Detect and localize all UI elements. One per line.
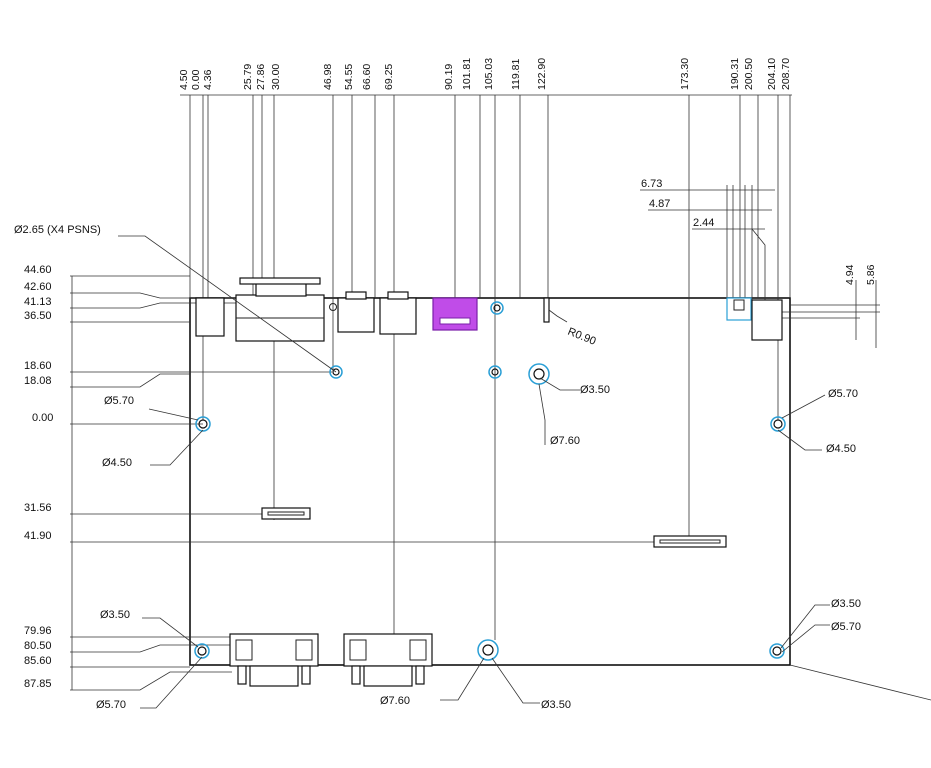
hole-mid-upper	[528, 363, 550, 385]
jack-1	[337, 297, 375, 333]
diameter-label: Ø7.60	[550, 435, 580, 447]
top-components	[195, 277, 783, 342]
dim-label: 25.79	[242, 64, 254, 90]
diameter-label: Ø3.50	[580, 384, 610, 396]
psns-hole-1	[329, 365, 343, 379]
callouts: Ø2.65 (X4 PSNS) R0.90 Ø5.70 Ø4.50 Ø3.50 …	[14, 224, 861, 711]
radius-label: R0.90	[566, 326, 598, 348]
dim-label: 2.44	[693, 217, 714, 229]
jack-2	[379, 297, 417, 335]
small-dims	[640, 185, 775, 300]
diameter-label: Ø5.70	[831, 621, 861, 633]
diameter-label: Ø3.50	[100, 609, 130, 621]
leader-lines	[118, 235, 931, 709]
dim-label: 4.36	[202, 69, 214, 90]
diameter-label: Ø4.50	[826, 443, 856, 455]
dim-label: 200.50	[743, 58, 755, 90]
diameter-label: Ø4.50	[102, 457, 132, 469]
diameter-label: Ø5.70	[828, 388, 858, 400]
connector-block	[195, 297, 225, 337]
dsub-bottom-left	[229, 633, 319, 687]
dim-label: 36.50	[24, 310, 52, 322]
dim-label: 27.86	[255, 64, 267, 90]
dim-label: 204.10	[766, 58, 778, 90]
hole-bottom-mid	[477, 639, 499, 661]
right-small-connector	[726, 297, 752, 321]
psns-hole-2	[488, 365, 502, 379]
diameter-label: Ø5.70	[104, 395, 134, 407]
dim-label: 79.96	[24, 625, 52, 637]
usb-c-port	[432, 297, 478, 331]
dim-label: 31.56	[24, 502, 52, 514]
ffc-connector-left	[261, 507, 311, 520]
dim-label: 190.31	[729, 58, 741, 90]
left-extension-lines	[70, 275, 654, 691]
dim-label: 30.00	[270, 64, 282, 90]
top-dimension-labels: 4.50 0.00 4.36 25.79 27.86 30.00 46.98 5…	[178, 58, 792, 90]
ffc-connector-right	[653, 535, 727, 548]
hole-top-right	[770, 416, 786, 432]
dim-label: 4.94	[844, 264, 856, 285]
dim-label: 122.90	[536, 58, 548, 90]
right-extension-lines	[780, 280, 880, 348]
dim-label: 119.81	[510, 59, 522, 90]
dim-label: 44.60	[24, 264, 52, 276]
left-dimension-labels: 44.60 42.60 41.13 36.50 18.60 18.08 0.00…	[24, 264, 53, 690]
dim-label: 5.86	[865, 264, 877, 285]
dim-label: 46.98	[322, 64, 334, 90]
psns-hole-3	[490, 301, 504, 315]
dim-label: 54.55	[343, 64, 355, 90]
dim-label: 18.08	[24, 375, 52, 387]
right-block	[751, 299, 783, 341]
dim-label: 18.60	[24, 360, 52, 372]
dim-label: 6.73	[641, 178, 662, 190]
dim-label: 4.50	[178, 69, 190, 90]
dim-label: 41.90	[24, 530, 52, 542]
board-outline	[189, 297, 791, 666]
dim-label: 105.03	[483, 58, 495, 90]
top-extension-lines	[180, 94, 792, 640]
dim-label: 85.60	[24, 655, 52, 667]
dim-label: 90.19	[443, 64, 455, 90]
dim-label: 41.13	[24, 296, 52, 308]
dim-label: 69.25	[383, 64, 395, 90]
dim-label: 42.60	[24, 281, 52, 293]
dsub-bottom-right	[343, 633, 433, 687]
dim-label: 0.00	[32, 412, 53, 424]
dim-label: 4.87	[649, 198, 670, 210]
mounting-holes	[194, 301, 786, 661]
diameter-label: Ø3.50	[831, 598, 861, 610]
dim-label: 80.50	[24, 640, 52, 652]
hole-note-label: Ø2.65 (X4 PSNS)	[14, 224, 101, 236]
dim-label: 66.60	[361, 64, 373, 90]
diameter-label: Ø3.50	[541, 699, 571, 711]
dim-label: 208.70	[780, 58, 792, 90]
edge-notch	[543, 297, 550, 323]
dim-label: 87.85	[24, 678, 52, 690]
dim-label: 173.30	[679, 58, 691, 90]
hole-bottom-left	[194, 643, 210, 659]
dim-label: 101.81	[461, 58, 473, 90]
dim-label: 0.00	[190, 69, 202, 90]
hole-bottom-right	[769, 643, 785, 659]
diameter-label: Ø7.60	[380, 695, 410, 707]
diameter-label: Ø5.70	[96, 699, 126, 711]
hole-top-left	[195, 416, 211, 432]
